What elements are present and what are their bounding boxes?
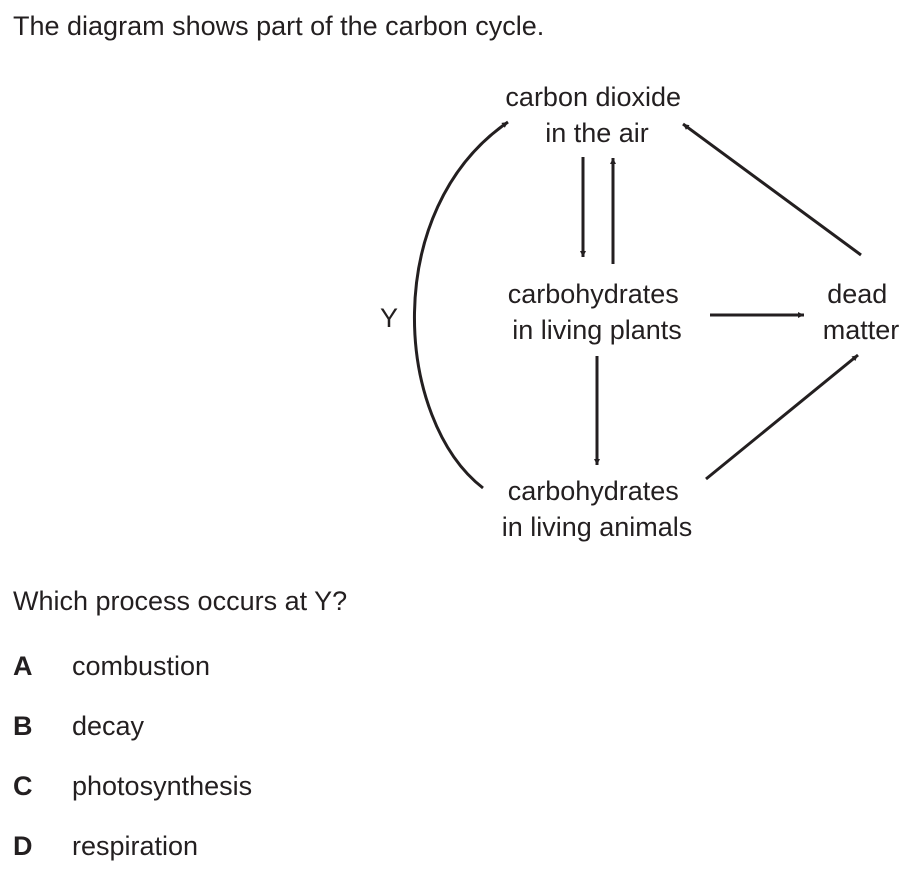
node-plants-line-2: in living plants <box>512 315 682 345</box>
node-co2-line-2: in the air <box>545 118 649 148</box>
node-plants-line-1: carbohydrates <box>508 279 679 309</box>
option-text: decay <box>72 711 145 741</box>
carbon-cycle-diagram: carbon dioxide in the air carbohydrates … <box>380 82 900 542</box>
arrow-dead-to-co2 <box>682 122 862 257</box>
node-carbon-dioxide: carbon dioxide in the air <box>505 82 688 148</box>
node-dead-matter: dead matter <box>823 279 900 345</box>
option-letter: B <box>13 711 33 741</box>
arrow-animals-to-dead <box>705 353 859 481</box>
option-letter: A <box>13 651 33 681</box>
option-text: photosynthesis <box>72 771 253 801</box>
question-intro: The diagram shows part of the carbon cyc… <box>13 11 545 41</box>
option-text: combustion <box>72 651 211 681</box>
answer-options: A combustion B decay C photosynthesis D … <box>13 650 252 890</box>
node-dead-line-1: dead <box>827 279 887 309</box>
arrow-y-animals-to-co2 <box>413 120 509 490</box>
option-b[interactable]: B decay <box>13 710 252 770</box>
node-plants: carbohydrates in living plants <box>508 279 687 345</box>
option-text: respiration <box>72 831 199 861</box>
node-co2-line-1: carbon dioxide <box>505 82 681 112</box>
label-y: Y <box>380 303 398 333</box>
option-letter: D <box>13 831 33 861</box>
node-animals-line-1: carbohydrates <box>508 476 679 506</box>
option-a[interactable]: A combustion <box>13 650 252 710</box>
option-c[interactable]: C photosynthesis <box>13 770 252 830</box>
question-text: Which process occurs at Y? <box>13 586 348 616</box>
node-animals: carbohydrates in living animals <box>502 476 693 542</box>
node-dead-line-2: matter <box>823 315 900 345</box>
node-animals-line-2: in living animals <box>502 512 693 542</box>
option-letter: C <box>13 771 33 801</box>
option-d[interactable]: D respiration <box>13 830 252 890</box>
